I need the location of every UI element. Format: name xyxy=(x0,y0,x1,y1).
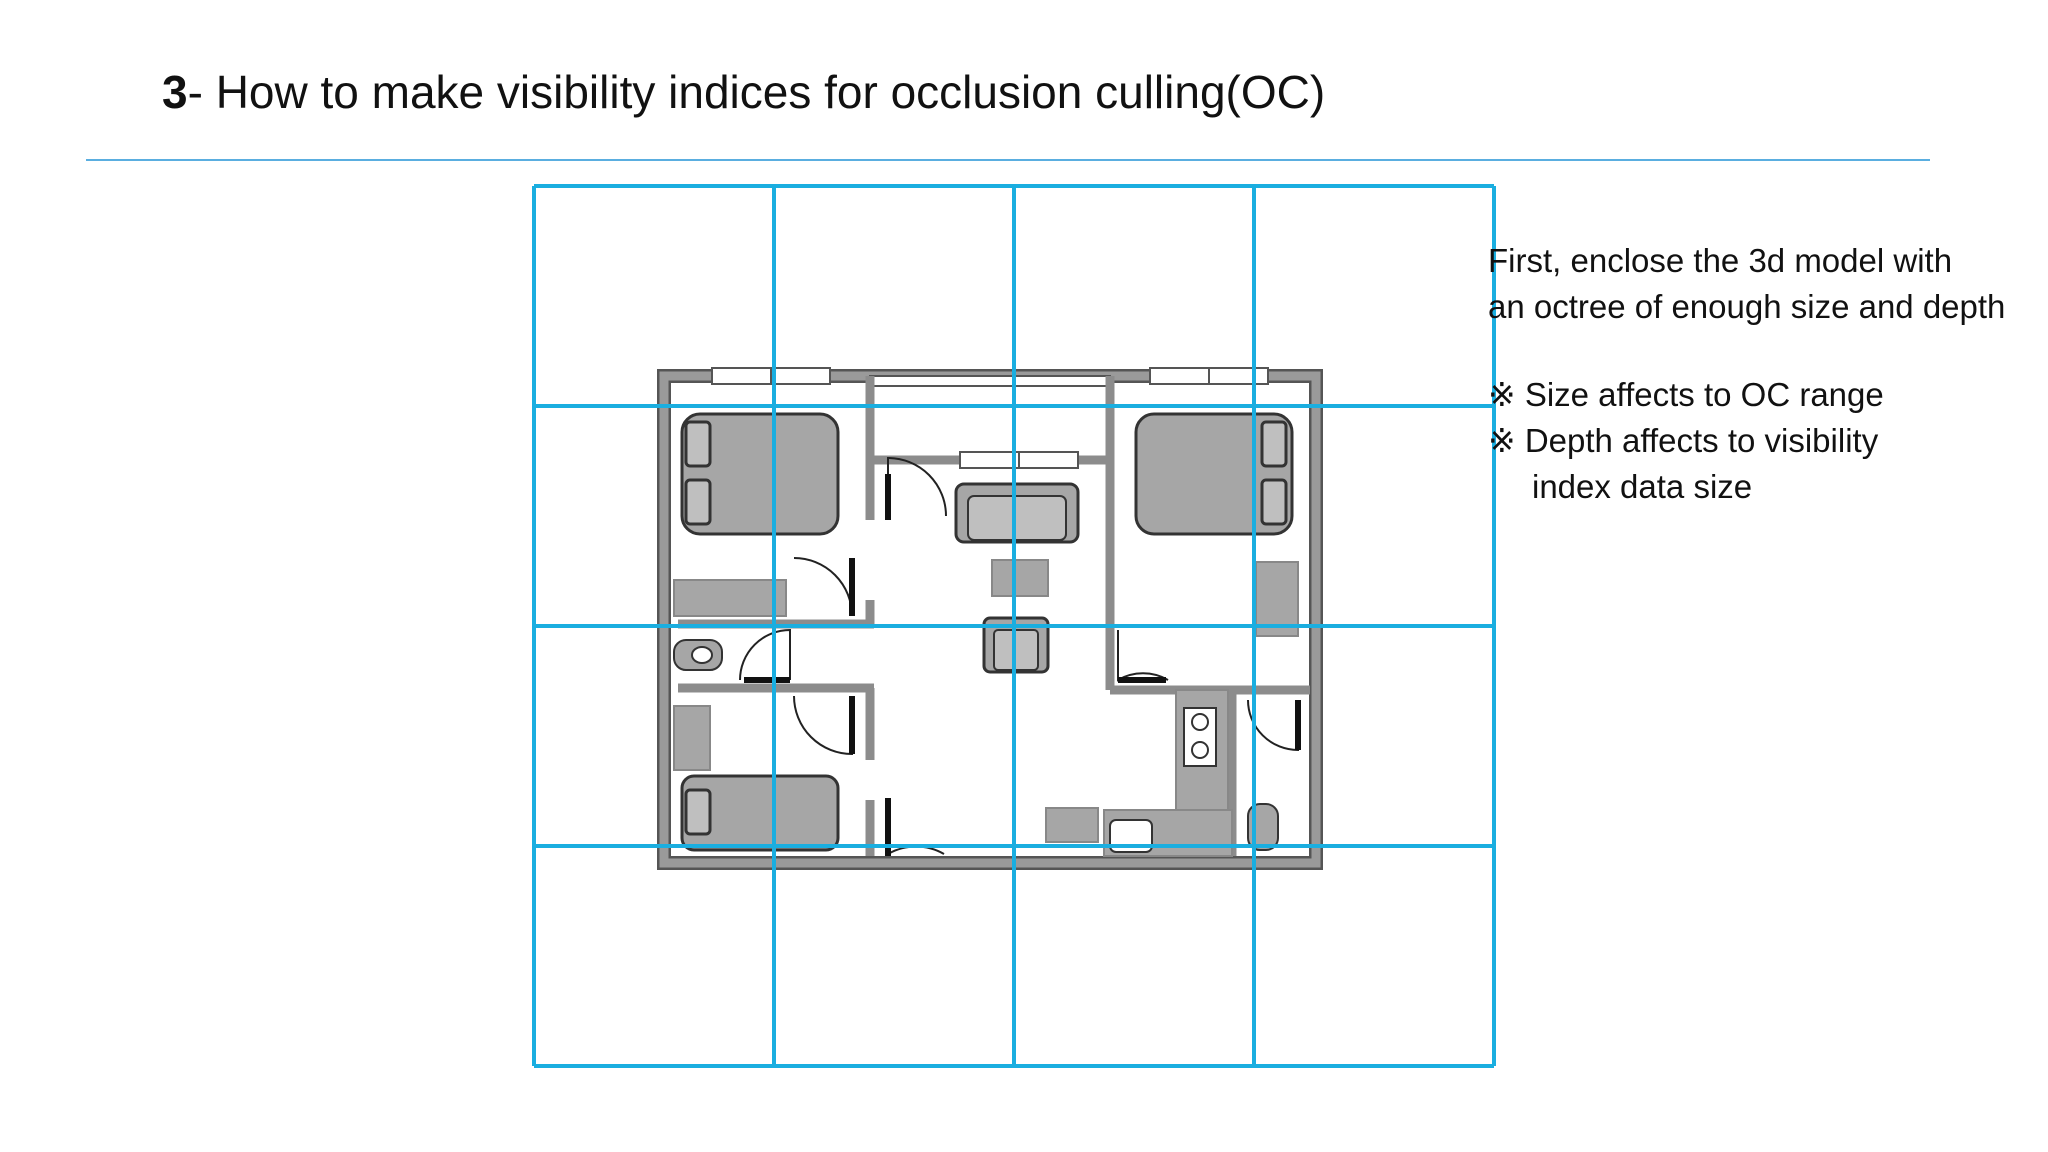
notes-line-1: First, enclose the 3d model with xyxy=(1488,242,1953,279)
notes-panel: First, enclose the 3d model with an octr… xyxy=(1488,238,2005,510)
title-number: 3 xyxy=(162,66,188,118)
title-divider xyxy=(86,159,1930,161)
slide-title: 3- How to make visibility indices for oc… xyxy=(162,62,1325,122)
table xyxy=(1045,807,1099,843)
bed xyxy=(680,412,840,536)
stove xyxy=(1183,707,1217,767)
note-depth-continued: index data size xyxy=(1532,468,1753,505)
notes-line-2: an octree of enough size and depth xyxy=(1488,288,2006,325)
coffee-table xyxy=(991,559,1049,597)
bed xyxy=(680,774,840,852)
desk xyxy=(673,579,787,617)
floor-plan xyxy=(657,367,1323,870)
octree-grid xyxy=(532,184,1496,1068)
note-depth: ※ Depth affects to visibility xyxy=(1488,422,1879,459)
title-text: - How to make visibility indices for occ… xyxy=(187,66,1326,118)
top-wall-gap xyxy=(869,375,1111,387)
note-size: ※ Size affects to OC range xyxy=(1488,376,1884,413)
desk xyxy=(673,705,711,771)
